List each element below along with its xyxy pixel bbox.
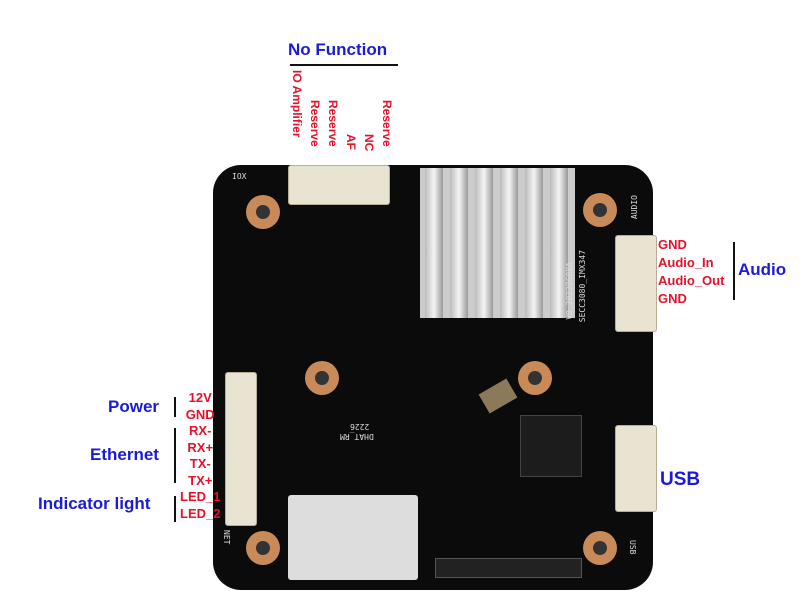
pin-label: RX+ bbox=[187, 439, 214, 455]
iox-connector bbox=[288, 165, 390, 205]
net-connector bbox=[225, 372, 257, 526]
underline bbox=[290, 64, 398, 66]
chip bbox=[520, 415, 582, 477]
usb-connector bbox=[615, 425, 657, 512]
silk-model: SECC3080_IMX347 bbox=[578, 250, 587, 323]
bracket bbox=[733, 242, 735, 300]
audio-pins: GND Audio_In Audio_Out GND bbox=[658, 236, 724, 308]
silk-audio: AUDIO bbox=[630, 195, 639, 220]
pin-label: NC bbox=[362, 134, 376, 152]
silk-net: NET bbox=[222, 530, 231, 545]
power-title: Power bbox=[108, 397, 160, 416]
silk-code: 2226 bbox=[350, 422, 370, 431]
pin-label: LED_2 bbox=[180, 505, 221, 521]
bracket bbox=[174, 428, 176, 483]
pin-label: Audio_In bbox=[658, 255, 714, 270]
bracket bbox=[174, 496, 176, 522]
pin-label: AF bbox=[344, 134, 358, 150]
pin-label: LED_1 bbox=[180, 489, 221, 504]
usb-title: USB bbox=[660, 469, 701, 490]
pin-label: IO Amplifier bbox=[290, 70, 304, 138]
bracket bbox=[174, 397, 176, 417]
pin-label: TX- bbox=[189, 456, 211, 471]
pin-label: GND bbox=[658, 237, 687, 252]
pin-label: TX+ bbox=[188, 472, 213, 488]
audio-title: Audio bbox=[738, 260, 787, 279]
silk-version: V0_20220608A bbox=[565, 262, 574, 320]
silk-rm: DHAT_RM bbox=[340, 432, 374, 441]
mounting-hole bbox=[305, 361, 339, 395]
board-to-board-connector bbox=[288, 495, 418, 580]
no-function-title: No Function bbox=[288, 40, 388, 59]
silk-usb: USB bbox=[628, 540, 637, 555]
left-pins: 12V GND RX- RX+ TX- TX+ LED_1 LED_2 bbox=[180, 390, 220, 522]
pin-label: RX- bbox=[189, 423, 212, 438]
ethernet-title: Ethernet bbox=[90, 445, 159, 464]
silk-iox: IOX bbox=[232, 172, 247, 181]
mounting-hole bbox=[518, 361, 552, 395]
mounting-hole bbox=[583, 531, 617, 565]
indicator-title: Indicator light bbox=[38, 494, 151, 513]
heatsink bbox=[420, 168, 575, 318]
audio-connector bbox=[615, 235, 657, 332]
pin-label: Reserve bbox=[380, 100, 394, 147]
pin-label: Reserve bbox=[326, 100, 340, 147]
mounting-hole bbox=[246, 531, 280, 565]
pin-label: Audio_Out bbox=[658, 273, 725, 288]
pin-label: Reserve bbox=[308, 100, 322, 147]
mounting-hole bbox=[583, 193, 617, 227]
pin-label: GND bbox=[185, 406, 215, 422]
fpc-connector bbox=[435, 558, 582, 578]
pin-label: GND bbox=[658, 291, 687, 306]
mounting-hole bbox=[246, 195, 280, 229]
pin-label: 12V bbox=[188, 390, 212, 405]
